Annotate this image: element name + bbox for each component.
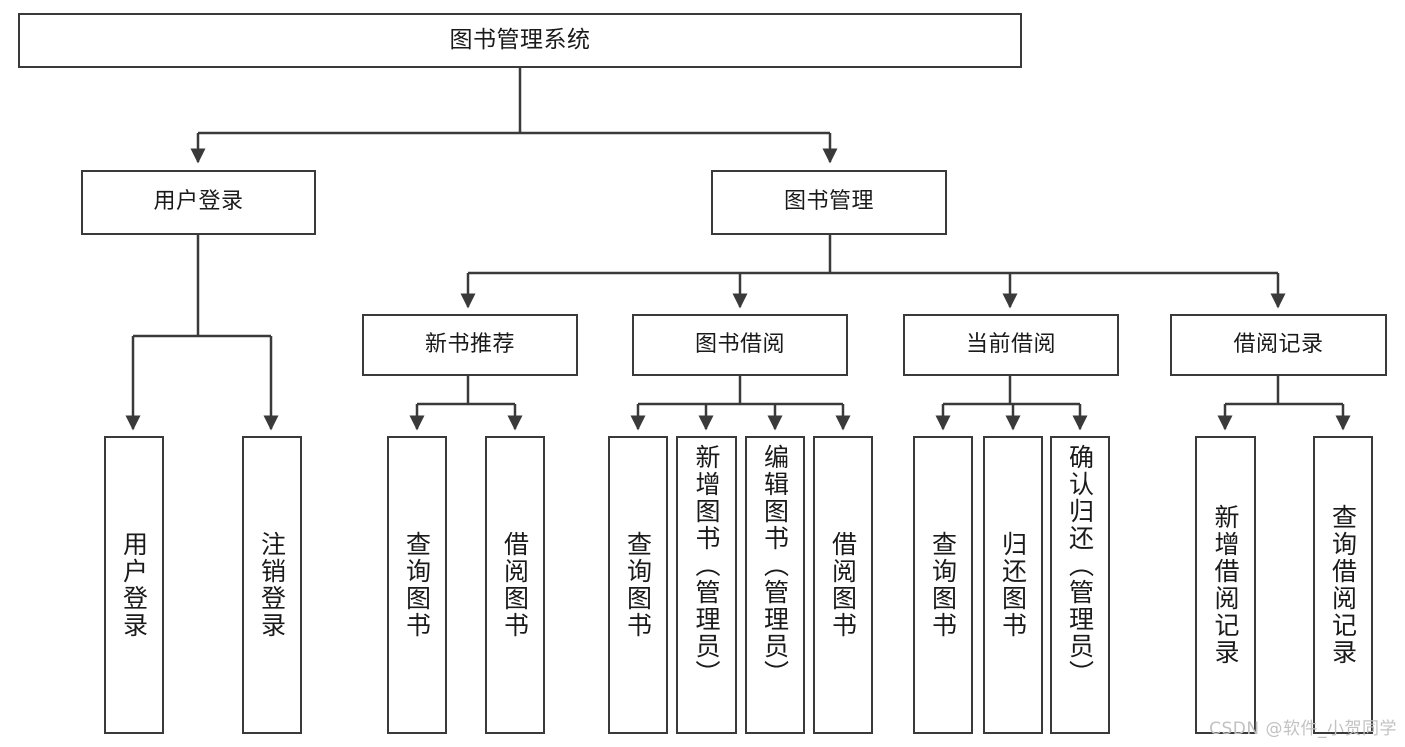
node-label: 新增图书（管理员） [692, 444, 721, 687]
node-label: 借阅图书 [500, 531, 530, 639]
leaf-add-book-admin[interactable]: 新增图书（管理员） [676, 436, 737, 734]
leaf-confirm-return-admin[interactable]: 确认归还（管理员） [1050, 436, 1110, 734]
node-user-login[interactable]: 用户登录 [81, 170, 316, 235]
leaf-query-book-borrow[interactable]: 查询图书 [608, 436, 668, 734]
node-label: 图书管理 [783, 189, 874, 215]
node-root-system[interactable]: 图书管理系统 [18, 13, 1022, 68]
node-label: 查询图书 [402, 531, 432, 639]
leaf-edit-book-admin[interactable]: 编辑图书（管理员） [745, 436, 805, 734]
leaf-query-book-current[interactable]: 查询图书 [913, 436, 973, 734]
node-label: 用户登录 [153, 189, 244, 215]
leaf-query-borrow-record[interactable]: 查询借阅记录 [1313, 436, 1373, 734]
node-book-borrow[interactable]: 图书借阅 [632, 314, 848, 376]
node-label: 归还图书 [998, 531, 1028, 639]
node-label: 当前借阅 [965, 331, 1056, 357]
leaf-return-book[interactable]: 归还图书 [983, 436, 1043, 734]
leaf-borrow-book-recommend[interactable]: 借阅图书 [485, 436, 545, 734]
node-new-book-recommend[interactable]: 新书推荐 [362, 314, 578, 376]
node-current-borrow[interactable]: 当前借阅 [903, 314, 1119, 376]
node-label: 图书管理系统 [449, 26, 591, 53]
leaf-add-borrow-record[interactable]: 新增借阅记录 [1195, 436, 1256, 734]
node-borrow-record[interactable]: 借阅记录 [1170, 314, 1387, 376]
node-label: 查询图书 [623, 531, 653, 639]
node-label: 用户登录 [119, 531, 149, 639]
leaf-logout[interactable]: 注销登录 [242, 436, 302, 734]
node-label: 借阅记录 [1233, 331, 1324, 357]
node-label: 新增借阅记录 [1211, 504, 1240, 666]
node-label: 确认归还（管理员） [1065, 444, 1095, 687]
node-label: 查询图书 [928, 531, 958, 639]
leaf-query-book-recommend[interactable]: 查询图书 [387, 436, 447, 734]
leaf-borrow-book[interactable]: 借阅图书 [813, 436, 873, 734]
node-book-management[interactable]: 图书管理 [711, 170, 947, 235]
node-label: 借阅图书 [828, 531, 858, 639]
node-label: 查询借阅记录 [1328, 504, 1358, 666]
node-label: 新书推荐 [424, 331, 515, 357]
node-label: 图书借阅 [694, 331, 785, 357]
node-label: 注销登录 [257, 531, 287, 639]
leaf-user-login[interactable]: 用户登录 [104, 436, 164, 734]
node-label: 编辑图书（管理员） [760, 444, 790, 687]
